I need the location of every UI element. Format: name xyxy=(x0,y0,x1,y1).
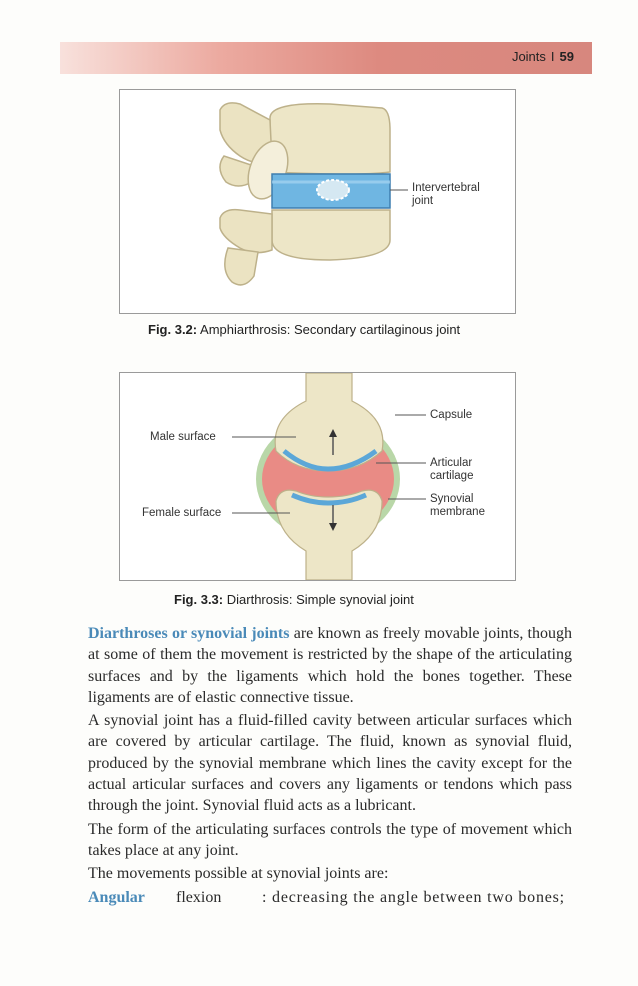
synovial-label-line2: membrane xyxy=(430,506,485,518)
term-diarthroses: Diarthroses or synovial joints xyxy=(88,625,290,642)
lower-articular-cartilage xyxy=(290,492,368,506)
up-arrow-icon xyxy=(329,429,337,437)
articular-label-line1: Articular xyxy=(430,457,473,469)
running-title: Joints xyxy=(511,49,546,64)
running-head: Joints I 59 xyxy=(512,49,574,64)
intervertebral-label-line2: joint xyxy=(412,195,434,207)
figure-3-3-number: Fig. 3.3: xyxy=(174,592,224,607)
intervertebral-joint-label: Intervertebral joint xyxy=(412,182,480,208)
header-separator: I xyxy=(550,49,555,64)
paragraph-synovial-cavity: A synovial joint has a fluid-filled cavi… xyxy=(88,712,572,815)
synovial-membrane-label: Synovial membrane xyxy=(430,493,485,519)
movement-category: Angular xyxy=(88,888,145,906)
lower-vertebra-body xyxy=(271,209,391,261)
paragraph-articulating-form: The form of the articulating surfaces co… xyxy=(88,820,572,859)
capsule-label: Capsule xyxy=(430,409,473,421)
lower-bone-female-surface xyxy=(275,489,383,580)
paragraph-movements-intro: The movements possible at synovial joint… xyxy=(88,865,389,883)
figure-3-3-text: Diarthrosis: Simple synovial joint xyxy=(226,592,414,607)
paragraph-diarthroses: Diarthroses or synovial joints are known… xyxy=(88,623,572,708)
male-surface-label: Male surface xyxy=(150,431,216,443)
figure-3-3-caption: Fig. 3.3: Diarthrosis: Simple synovial j… xyxy=(174,592,414,607)
movement-name: flexion xyxy=(176,888,222,906)
articular-cartilage-label: Articular cartilage xyxy=(430,457,473,483)
nucleus-pulposus xyxy=(316,179,350,201)
figure-synovial-joint: Male surface Female surface Capsule Arti… xyxy=(119,372,516,581)
vertebrae-illustration xyxy=(219,102,408,286)
figure-intervertebral-joint: Intervertebral joint xyxy=(119,89,516,314)
figure-3-2-number: Fig. 3.2: xyxy=(148,322,198,337)
female-surface-label: Female surface xyxy=(142,507,222,519)
header-band xyxy=(60,42,592,74)
movement-definition: : decreasing the angle between two bones… xyxy=(262,888,565,906)
figure-3-2-caption: Fig. 3.2: Amphiarthrosis: Secondary cart… xyxy=(148,322,460,337)
synovial-joint-illustration xyxy=(232,373,426,580)
synovial-label-line1: Synovial xyxy=(430,493,474,505)
movement-row-flexion: Angular flexion : decreasing the angle b… xyxy=(88,887,572,908)
body-text: Diarthroses or synovial joints are known… xyxy=(88,623,572,908)
lower-vertebra-process xyxy=(219,208,273,254)
figure-3-2-text: Amphiarthrosis: Secondary cartilaginous … xyxy=(200,322,461,337)
lower-vertebra-spinous xyxy=(224,247,259,286)
paragraph-1-rest: are known as freely movable joints, thou… xyxy=(88,625,572,706)
down-arrow-icon xyxy=(329,523,337,531)
page-number: 59 xyxy=(559,49,574,64)
upper-articular-cartilage xyxy=(282,448,378,472)
articular-label-line2: cartilage xyxy=(430,470,474,482)
intervertebral-label-line1: Intervertebral xyxy=(412,182,480,194)
